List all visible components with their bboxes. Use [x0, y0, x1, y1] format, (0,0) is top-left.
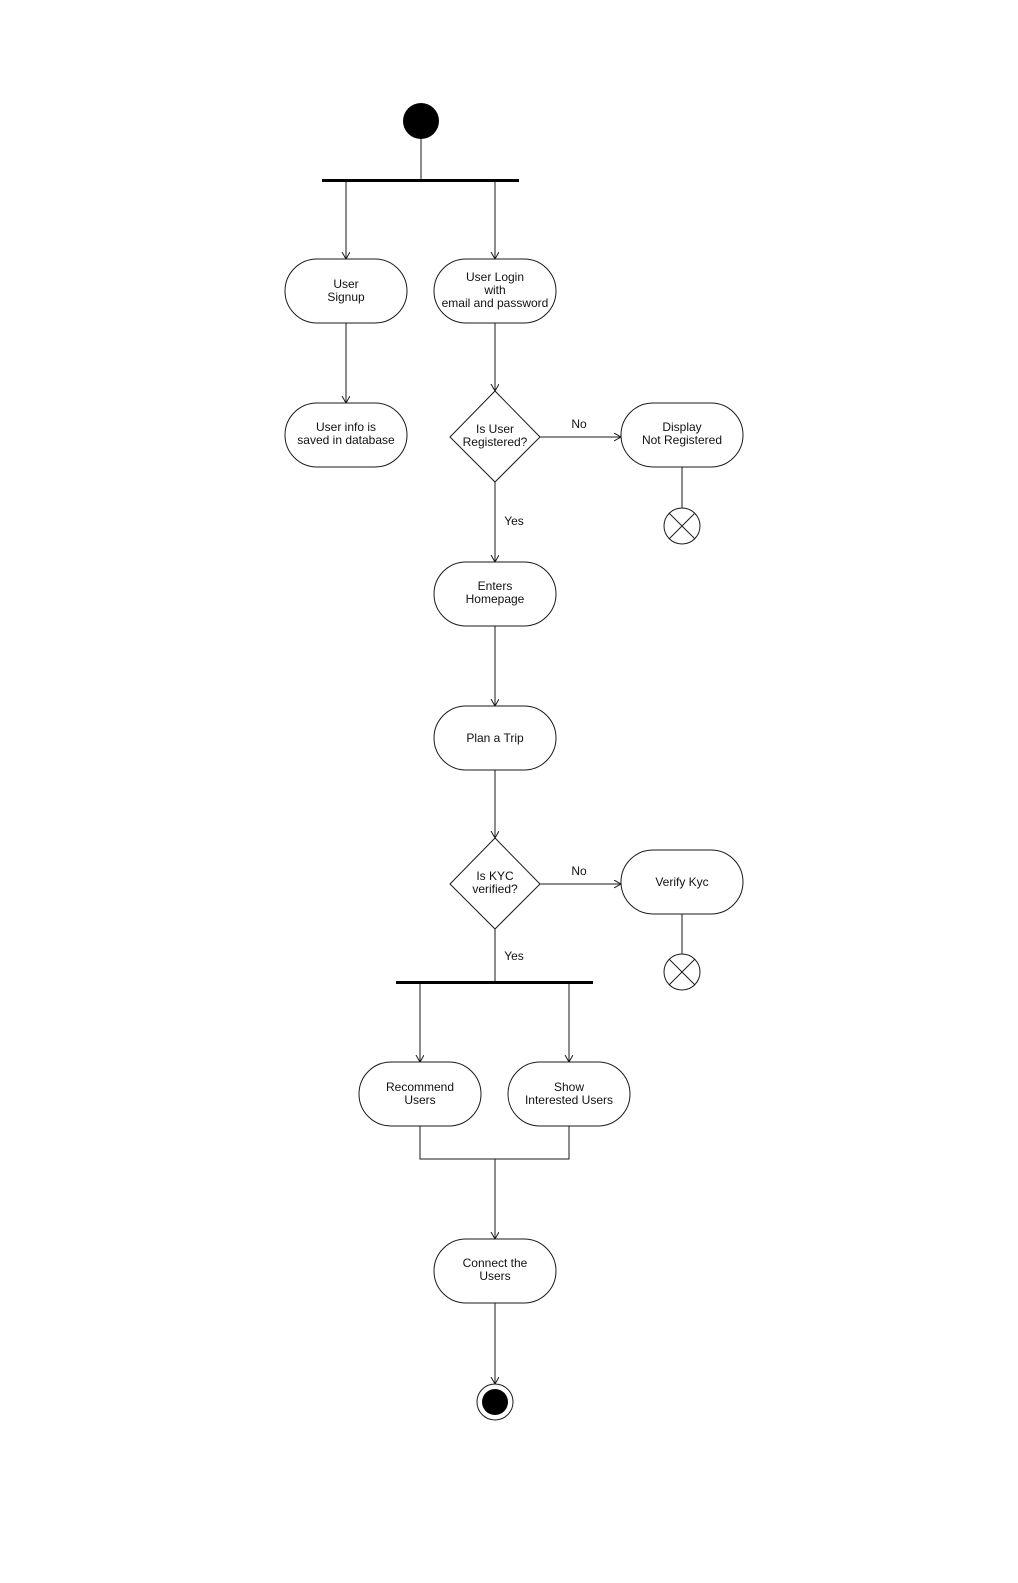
- activity-plan-trip: Plan a Trip: [433, 705, 557, 771]
- activity-label: Homepage: [466, 592, 525, 606]
- activity-label: Interested Users: [525, 1093, 613, 1107]
- activity-label: email and password: [442, 296, 549, 310]
- decision-label: Is User: [476, 422, 514, 436]
- start-node: [403, 103, 439, 139]
- activity-label: Display: [662, 420, 701, 434]
- flow-final-node: [663, 953, 701, 991]
- activity-verify-kyc: Verify Kyc: [620, 849, 744, 915]
- decision-label: Is KYC: [476, 869, 514, 883]
- activity-label: with: [483, 283, 505, 297]
- edge-label-registered-yes: Yes: [504, 514, 524, 528]
- activity-label: User info is: [316, 420, 376, 434]
- activity-label: Enters: [478, 579, 513, 593]
- activity-label: User Login: [466, 270, 524, 284]
- activity-label: Recommend: [386, 1080, 454, 1094]
- activity-label: Connect the: [463, 1256, 528, 1270]
- edge-merge: [419, 1126, 570, 1160]
- activity-label: Users: [479, 1269, 510, 1283]
- activity-label: Show: [554, 1080, 584, 1094]
- activity-label: Signup: [327, 290, 365, 304]
- final-node: [476, 1383, 514, 1421]
- activity-label: Users: [404, 1093, 435, 1107]
- fork-bar-bottom: [396, 981, 593, 984]
- svg-text:Plan a Trip: Plan a Trip: [466, 731, 524, 745]
- activity-label: Plan a Trip: [466, 731, 524, 745]
- activity-label: Verify Kyc: [655, 875, 708, 889]
- activity-label: Not Registered: [642, 433, 722, 447]
- decision-label: Registered?: [463, 435, 528, 449]
- svg-text:Verify Kyc: Verify Kyc: [655, 875, 708, 889]
- edge-label-kyc-no: No: [571, 864, 587, 878]
- activity-label: User: [333, 277, 358, 291]
- decision-label: verified?: [472, 882, 518, 896]
- fork-bar-top: [322, 179, 519, 182]
- edge-label-kyc-yes: Yes: [504, 949, 524, 963]
- activity-label: saved in database: [297, 433, 395, 447]
- edge-label-registered-no: No: [571, 417, 587, 431]
- flow-final-node: [663, 507, 701, 545]
